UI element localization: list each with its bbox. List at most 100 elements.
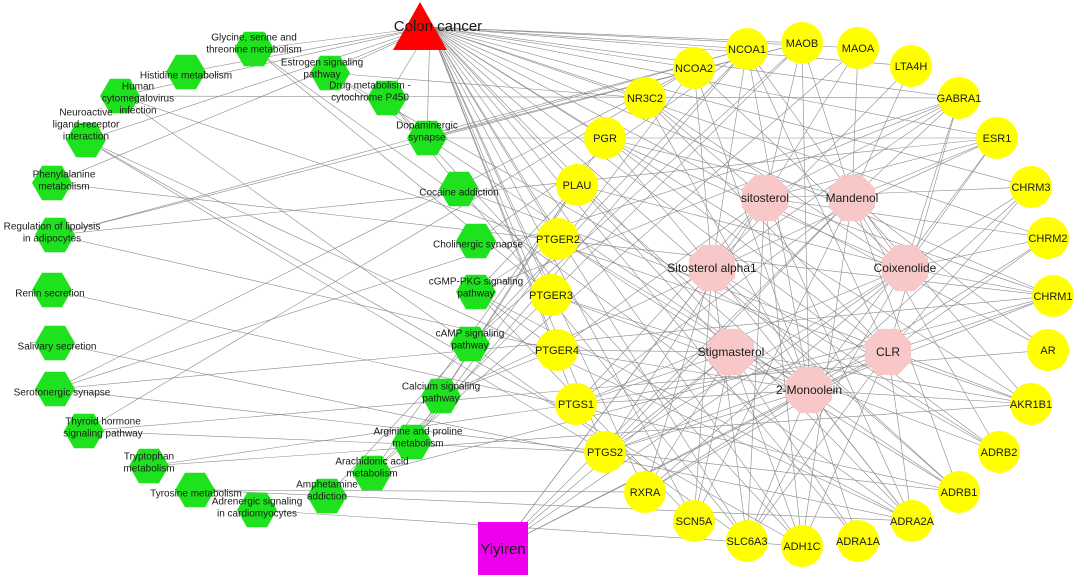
target-node-ptgs1[interactable] <box>555 383 597 425</box>
target-node-plau[interactable] <box>556 164 598 206</box>
edge-disease-scn5a <box>429 26 695 522</box>
pathway-label-arachidonic-line: Arachidonic acid <box>335 457 408 468</box>
pathway-node-calcium[interactable] <box>421 378 461 414</box>
edge-stigmasterol-rxra <box>644 351 732 493</box>
target-label-rxra: RXRA <box>630 487 661 499</box>
target-label-adrb2: ADRB2 <box>981 447 1018 459</box>
edge-disease-ptger3 <box>429 26 552 296</box>
edge-2-monoolein-akr1b1 <box>808 389 1032 405</box>
target-node-adra2a[interactable] <box>891 500 933 542</box>
target-node-adra1a[interactable] <box>837 520 879 562</box>
pathway-label-neuroactive-line: interaction <box>63 132 109 143</box>
target-node-adh1c[interactable] <box>781 525 823 567</box>
pathway-node-amphetamine[interactable] <box>307 478 347 514</box>
pathway-label-renin-line: Renin secretion <box>15 289 84 300</box>
colon-cancer-node[interactable] <box>393 2 447 50</box>
target-node-slc6a3[interactable] <box>726 520 768 562</box>
target-node-scn5a[interactable] <box>673 500 715 542</box>
target-node-akr1b1[interactable] <box>1010 383 1052 425</box>
edge-coixenolide-ncoa1 <box>746 48 906 269</box>
pathway-label-adrenergic-line: in cardiomyocytes <box>217 509 297 520</box>
pathway-node-phenylalanine[interactable] <box>32 165 72 201</box>
target-label-scn5a: SCN5A <box>676 516 713 528</box>
pathway-node-renin[interactable] <box>32 272 72 308</box>
pathway-node-histidine[interactable] <box>166 54 206 90</box>
pathway-label-thyroid-line: Thyroid hormone <box>65 417 141 428</box>
pathway-node-glycine[interactable] <box>234 31 274 67</box>
target-node-chrm3[interactable] <box>1010 166 1052 208</box>
ingredient-node-2-monoolein[interactable] <box>785 366 833 414</box>
target-node-maob[interactable] <box>781 22 823 64</box>
edge-disease-cmv <box>119 26 431 97</box>
yiyiren-node[interactable] <box>478 522 528 575</box>
ingredient-node-mandenol[interactable] <box>828 174 876 222</box>
target-node-pgr[interactable] <box>584 117 626 159</box>
target-node-ar[interactable] <box>1027 329 1069 371</box>
pathway-node-tryptophan[interactable] <box>129 448 169 484</box>
target-node-adrb1[interactable] <box>938 471 980 513</box>
target-label-ncoa1: NCOA1 <box>728 44 766 56</box>
target-label-lta4h: LTA4H <box>895 61 928 73</box>
target-node-ptger3[interactable] <box>530 274 572 316</box>
pathway-label-estrogen-line: pathway <box>303 70 340 81</box>
pathway-node-cholinergic[interactable] <box>456 223 496 259</box>
pathway-node-lipolysis[interactable] <box>35 217 75 253</box>
ingredient-node-sitosterol-alpha1[interactable] <box>688 244 736 292</box>
pathway-node-arachidonic[interactable] <box>352 455 392 491</box>
pathway-node-cgmp[interactable] <box>456 274 496 310</box>
edge-adra2a-salivary <box>54 342 913 522</box>
target-node-ncoa1[interactable] <box>726 28 768 70</box>
ingredient-node-coixenolide[interactable] <box>881 244 929 292</box>
target-node-gabra1[interactable] <box>938 77 980 119</box>
target-node-ptger4[interactable] <box>536 329 578 371</box>
edge-ncoa1-amphetamine <box>326 48 748 497</box>
edge-disease-rxra <box>429 26 646 493</box>
pathway-node-neuroactive[interactable] <box>66 122 106 158</box>
edge-clr-ncoa1 <box>746 48 889 353</box>
pathway-node-dopaminergic[interactable] <box>407 120 447 156</box>
edge-coixenolide-ncoa2 <box>693 67 906 269</box>
target-node-lta4h[interactable] <box>890 45 932 87</box>
pathway-node-cmv[interactable] <box>100 78 140 114</box>
edge-sitosterol-alpha1-scn5a <box>693 267 713 522</box>
pathway-node-drug-metabolism[interactable] <box>367 80 407 116</box>
pathway-node-estrogen[interactable] <box>310 55 350 91</box>
ingredient-node-stigmasterol[interactable] <box>707 328 755 376</box>
target-node-adrb2[interactable] <box>978 431 1020 473</box>
target-node-rxra[interactable] <box>624 471 666 513</box>
pathway-node-thyroid[interactable] <box>64 413 104 449</box>
edge-2-monoolein-slc6a3 <box>746 389 810 542</box>
edge-adh1c-neuroactive <box>85 139 803 547</box>
pathway-label-tryptophan-line: Tryptophan <box>124 452 174 463</box>
pathway-node-salivary[interactable] <box>35 325 75 361</box>
target-node-nr3c2[interactable] <box>624 77 666 119</box>
edge-2-monoolein-rxra <box>644 389 810 493</box>
edge-coixenolide-chrm3 <box>904 186 1032 269</box>
pathway-node-serotonergic[interactable] <box>35 371 75 407</box>
pathway-node-adrenergic[interactable] <box>237 492 277 528</box>
edge-clr-chrm1 <box>887 295 1054 353</box>
ingredient-label-stigmasterol: Stigmasterol <box>698 345 765 359</box>
target-node-ptger2[interactable] <box>537 218 579 260</box>
ingredient-label-sitosterol-alpha1: Sitosterol alpha1 <box>667 261 757 275</box>
target-label-adrb1: ADRB1 <box>941 487 978 499</box>
pathway-node-camp[interactable] <box>450 326 490 362</box>
target-node-chrm2[interactable] <box>1027 217 1069 259</box>
edge-2-monoolein-nr3c2 <box>644 97 810 391</box>
edge-gabra1-cmv <box>119 95 960 99</box>
pathway-node-tyrosine[interactable] <box>175 472 215 508</box>
pathway-node-cocaine[interactable] <box>439 171 479 207</box>
ingredient-node-clr[interactable] <box>864 328 912 376</box>
target-node-ptgs2[interactable] <box>584 431 626 473</box>
edge-2-monoolein-chrm2 <box>808 237 1049 391</box>
target-node-maoa[interactable] <box>837 27 879 69</box>
ingredient-node-sitosterol[interactable] <box>741 174 789 222</box>
target-node-chrm1[interactable] <box>1032 275 1074 317</box>
pathway-node-arginine[interactable] <box>392 424 432 460</box>
pathway-label-drug-metabolism-line: cytochrome P450 <box>331 93 409 104</box>
target-node-esr1[interactable] <box>976 117 1018 159</box>
target-node-ncoa2[interactable] <box>673 47 715 89</box>
